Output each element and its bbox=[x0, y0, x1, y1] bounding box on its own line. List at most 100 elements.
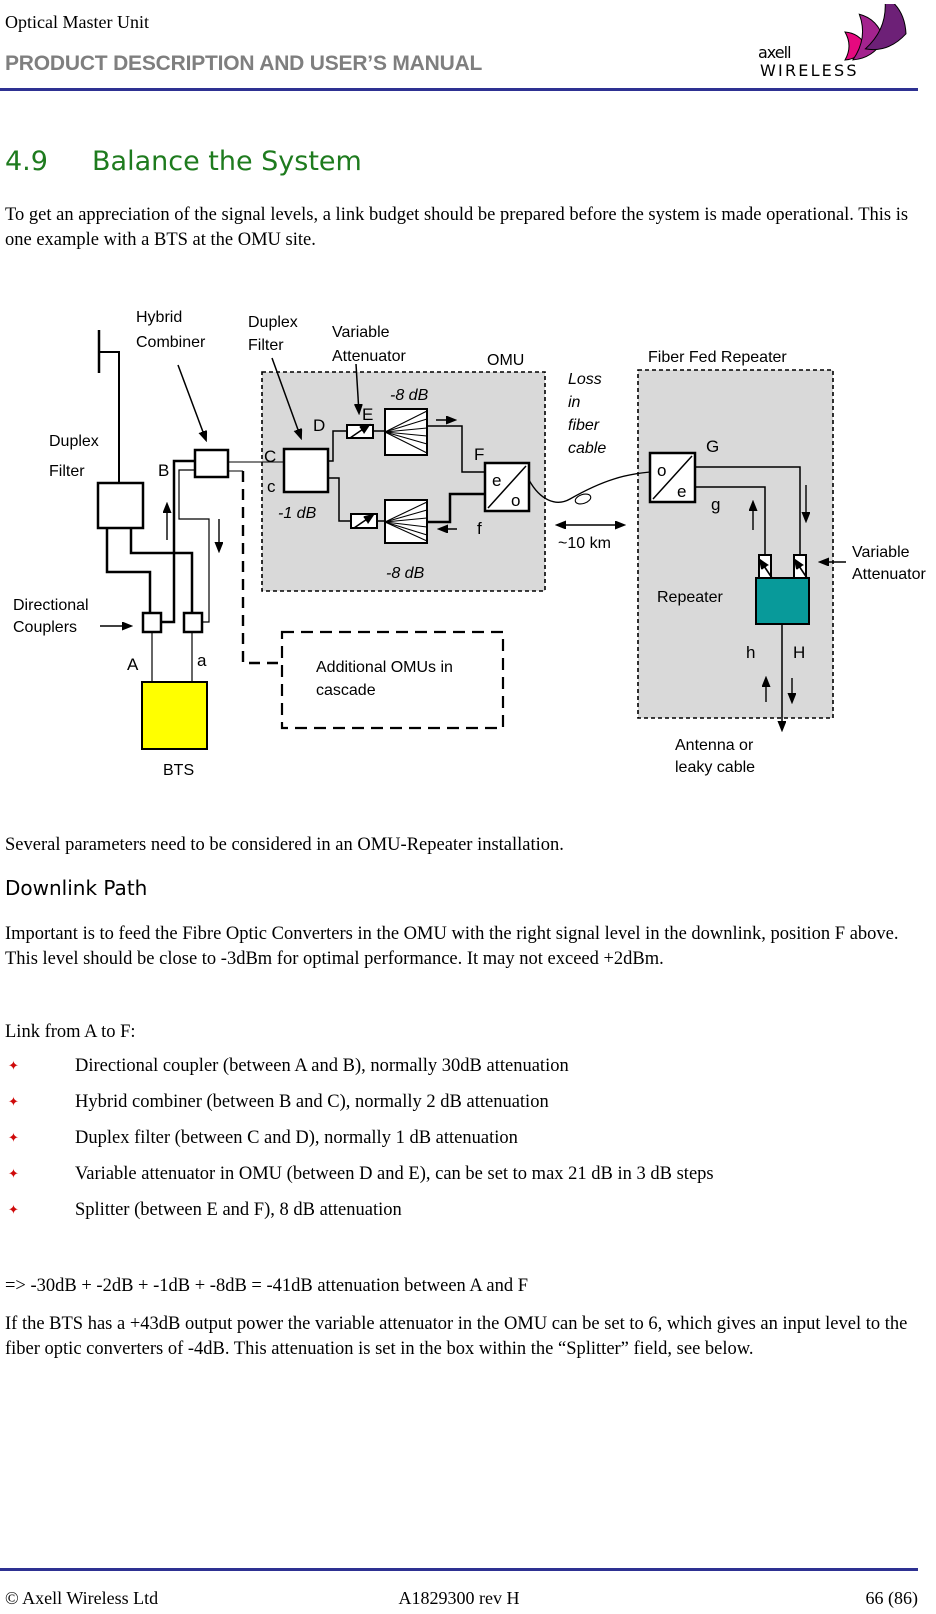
fiber-cable-wire bbox=[528, 471, 651, 503]
omu-splitter-top bbox=[384, 408, 428, 456]
fiber-loss-label-3: fiber bbox=[568, 417, 600, 434]
left-duplex-filter-label-2: Filter bbox=[49, 463, 85, 480]
repeater-amplifier-box bbox=[755, 577, 810, 625]
additional-omus-box bbox=[280, 630, 505, 730]
duplex-filter-loss-label: -1 dB bbox=[278, 505, 317, 522]
list-item: ✦ Variable attenuator in OMU (between D … bbox=[0, 1164, 918, 1200]
section-heading: 4.9 Balance the System bbox=[5, 146, 362, 177]
port-E: E bbox=[362, 405, 373, 424]
diamond-bullet-icon: ✦ bbox=[8, 1167, 19, 1182]
footer-copyright: © Axell Wireless Ltd bbox=[5, 1588, 159, 1608]
logo-brand-text: axell bbox=[758, 43, 791, 62]
list-item: ✦ Directional coupler (between A and B),… bbox=[0, 1056, 918, 1092]
intro-paragraph: To get an appreciation of the signal lev… bbox=[5, 205, 909, 250]
port-a: a bbox=[197, 651, 207, 670]
splitter-top-loss-label: -8 dB bbox=[390, 387, 429, 404]
port-g: g bbox=[711, 495, 720, 514]
downlink-path-heading: Downlink Path bbox=[5, 876, 148, 900]
fiber-loss-label-1: Loss bbox=[568, 371, 602, 388]
repeater-variable-attenuator-label-2: Attenuator bbox=[852, 566, 927, 583]
repeater-wiring bbox=[695, 466, 801, 555]
cascade-dashed-wire bbox=[241, 471, 281, 665]
logo-chevrons-icon bbox=[844, 4, 907, 61]
repeater-variable-attenuator-label-1: Variable bbox=[852, 544, 910, 561]
fiber-loop-icon bbox=[574, 493, 592, 505]
footer-rule bbox=[0, 1568, 918, 1571]
omu-uplink-path bbox=[328, 477, 485, 524]
link-budget-diagram: OMU Fiber Fed Repeater Duplex Filter B bbox=[13, 309, 927, 779]
antenna-label-2: leaky cable bbox=[675, 759, 755, 776]
list-item-text: Hybrid combiner (between B and C), norma… bbox=[75, 1092, 549, 1112]
list-item-text: Splitter (between E and F), 8 dB attenua… bbox=[75, 1200, 402, 1220]
port-B: B bbox=[158, 461, 169, 480]
repeater-oe-converter bbox=[648, 451, 697, 504]
port-h: h bbox=[746, 643, 755, 662]
hybrid-combiner-label-1: Hybrid bbox=[136, 309, 182, 326]
omu-downlink-path bbox=[328, 425, 485, 473]
list-item: ✦ Duplex filter (between C and D), norma… bbox=[0, 1128, 918, 1164]
diamond-bullet-icon: ✦ bbox=[8, 1059, 19, 1074]
variable-attenuator-label-1: Variable bbox=[332, 324, 390, 341]
port-G: G bbox=[706, 437, 719, 456]
bts-wiring bbox=[105, 459, 210, 682]
oe-e-label: e bbox=[677, 482, 686, 501]
list-item-text: Variable attenuator in OMU (between D an… bbox=[75, 1164, 714, 1184]
diamond-bullet-icon: ✦ bbox=[8, 1131, 19, 1146]
left-duplex-filter-label-1: Duplex bbox=[49, 433, 99, 450]
hybrid-combiner-callout-arrow bbox=[177, 364, 206, 440]
port-C: C bbox=[264, 447, 276, 466]
omu-duplex-filter-callout-arrow bbox=[271, 357, 301, 438]
fiber-distance-label: ~10 km bbox=[558, 535, 611, 552]
downlink-paragraph: Important is to feed the Fibre Optic Con… bbox=[5, 924, 899, 969]
attenuator-arrow-top bbox=[349, 425, 369, 439]
bts-label: BTS bbox=[163, 762, 194, 779]
hybrid-combiner-box bbox=[193, 448, 230, 479]
after-diagram-paragraph: Several parameters need to be considered… bbox=[5, 835, 564, 855]
antenna-label-1: Antenna or bbox=[675, 737, 754, 754]
additional-omus-label-2: cascade bbox=[316, 682, 376, 699]
hybrid-combiner-label-2: Combiner bbox=[136, 334, 206, 351]
logo-sub-text: WIRELESS bbox=[760, 61, 859, 80]
doc-title: Optical Master Unit bbox=[5, 12, 149, 32]
port-c: c bbox=[267, 477, 276, 496]
bts-box bbox=[141, 681, 208, 750]
axell-wireless-logo: axell WIRELESS bbox=[758, 4, 907, 80]
port-A: A bbox=[127, 655, 139, 674]
footer-doc-number: A1829300 rev H bbox=[398, 1588, 520, 1608]
eo-e-label: e bbox=[492, 471, 501, 490]
repeater-label: Repeater bbox=[657, 589, 723, 606]
omu-label: OMU bbox=[487, 352, 524, 369]
link-intro-line: Link from A to F: bbox=[5, 1022, 136, 1042]
list-item: ✦ Splitter (between E and F), 8 dB atten… bbox=[0, 1200, 918, 1236]
list-item-text: Directional coupler (between A and B), n… bbox=[75, 1056, 569, 1076]
fiber-loss-label-4: cable bbox=[568, 440, 606, 457]
omu-duplex-filter-label-1: Duplex bbox=[248, 314, 298, 331]
directional-coupler-a-box bbox=[182, 611, 204, 634]
attenuation-bullet-list: ✦ Directional coupler (between A and B),… bbox=[0, 1056, 918, 1236]
footer-page-number: 66 (86) bbox=[865, 1588, 919, 1608]
fiber-loss-label-2: in bbox=[568, 394, 581, 411]
attenuator-arrow-bottom bbox=[353, 515, 373, 529]
fiber-fed-repeater-label: Fiber Fed Repeater bbox=[648, 349, 787, 366]
left-duplex-filter-box bbox=[96, 481, 145, 530]
doc-subtitle: PRODUCT DESCRIPTION AND USER’S MANUAL bbox=[5, 52, 483, 75]
port-H: H bbox=[793, 643, 805, 662]
diamond-bullet-icon: ✦ bbox=[8, 1095, 19, 1110]
list-item: ✦ Hybrid combiner (between B and C), nor… bbox=[0, 1092, 918, 1128]
fiber-fed-repeater-box bbox=[637, 369, 834, 719]
diamond-bullet-icon: ✦ bbox=[8, 1203, 19, 1218]
eo-o-label: o bbox=[511, 491, 520, 510]
directional-couplers-label-2: Couplers bbox=[13, 619, 77, 636]
left-antenna-icon bbox=[97, 330, 120, 483]
directional-couplers-label-1: Directional bbox=[13, 597, 89, 614]
omu-duplex-filter-label-2: Filter bbox=[248, 337, 284, 354]
logo-chevron-large bbox=[864, 4, 907, 51]
additional-omus-label-1: Additional OMUs in bbox=[316, 659, 453, 676]
repeater-attenuator-arrow-left bbox=[760, 560, 773, 579]
oe-o-label: o bbox=[657, 461, 666, 480]
attenuation-sum-line: => -30dB + -2dB + -1dB + -8dB = -41dB at… bbox=[5, 1276, 528, 1296]
section-title: Balance the System bbox=[92, 146, 362, 177]
variable-attenuator-label-2: Attenuator bbox=[332, 348, 407, 365]
port-f: f bbox=[477, 519, 482, 538]
